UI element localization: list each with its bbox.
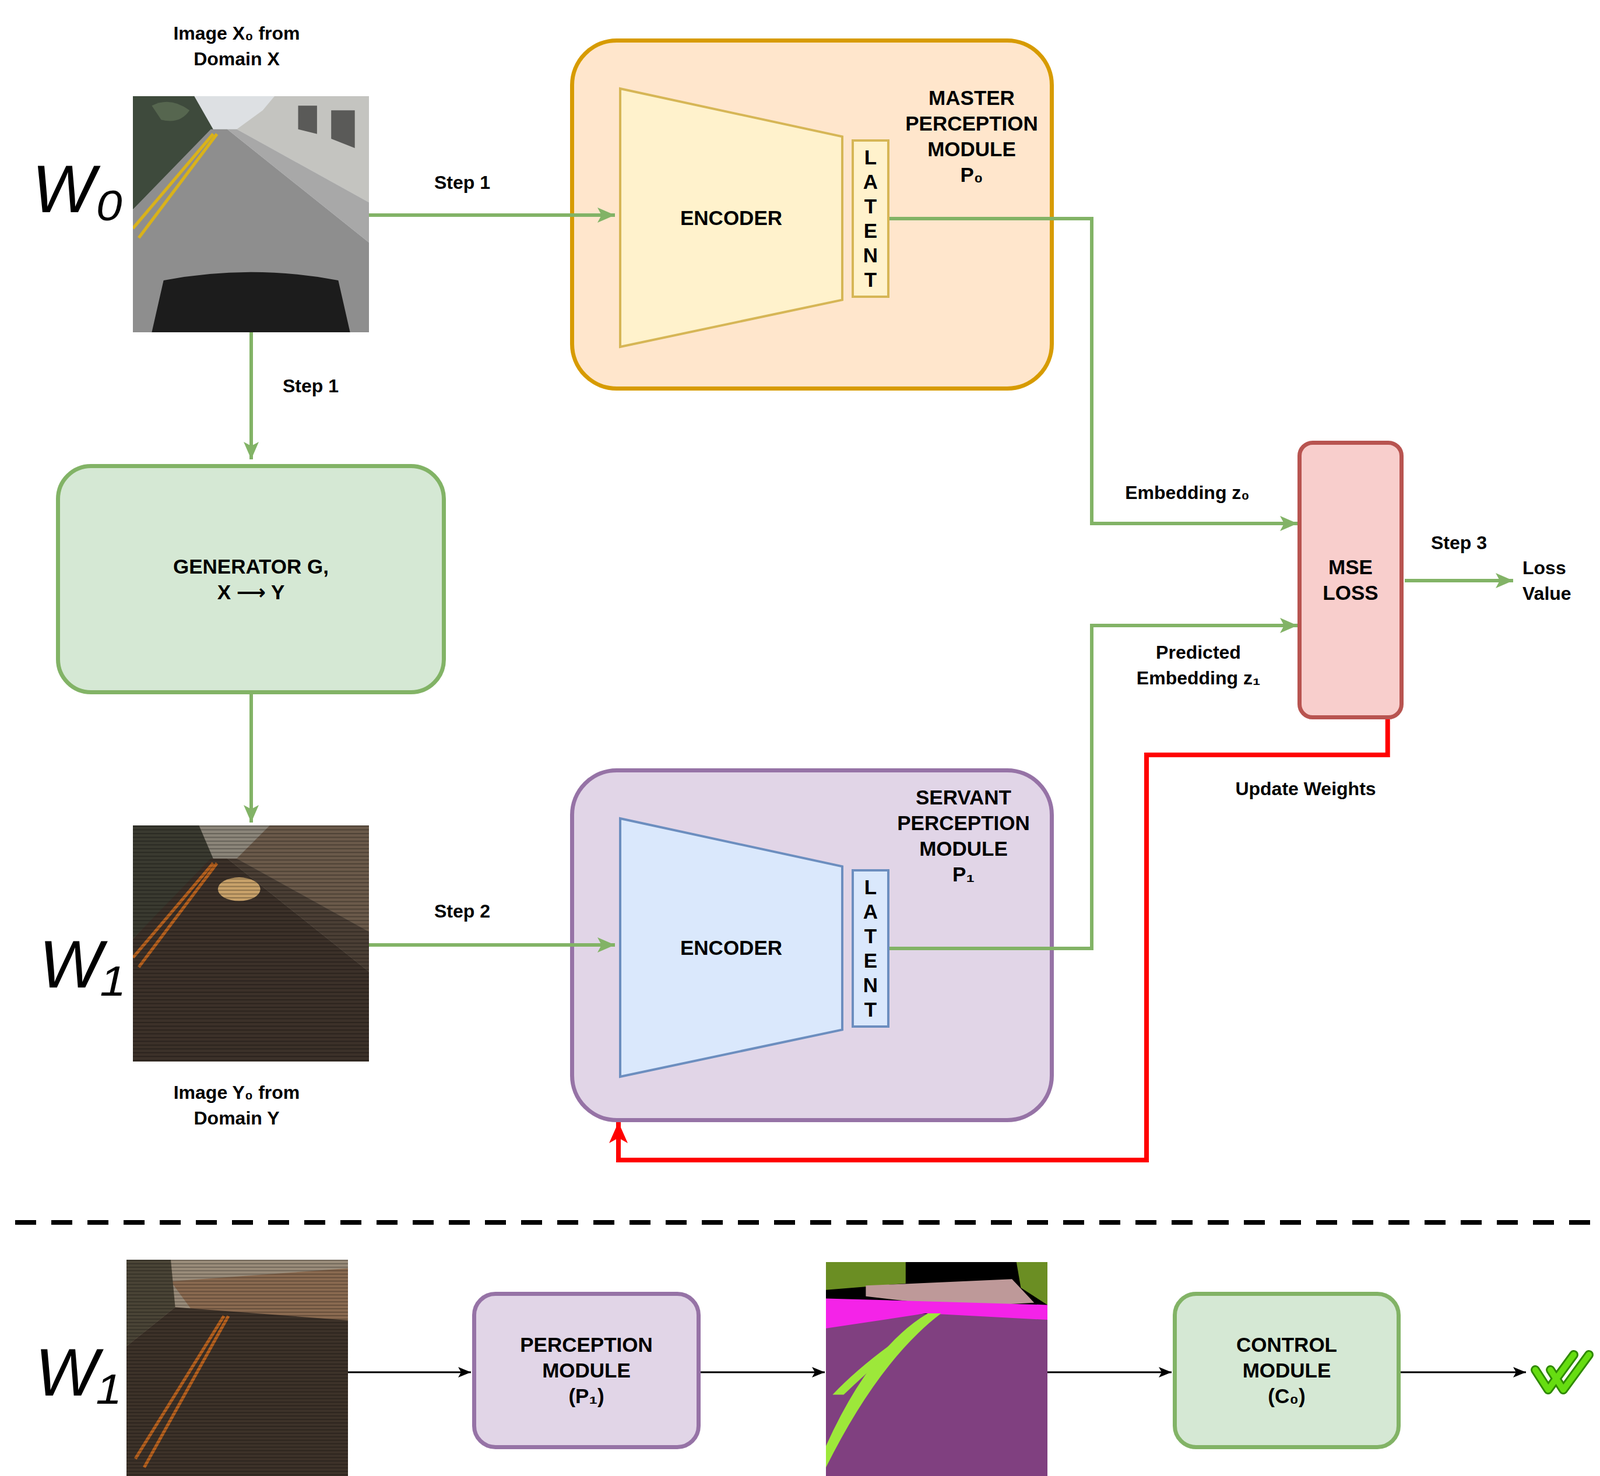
lane-line: [138, 134, 217, 238]
segmentation-map: [825, 1261, 1048, 1476]
latent-text: LATENT: [862, 874, 878, 1022]
trapezoid-shape: [620, 818, 843, 1077]
box-text: MSE LOSS: [1306, 554, 1395, 606]
lane-class: [832, 1342, 902, 1395]
texture: [132, 825, 369, 1062]
lane-class: [825, 1313, 942, 1468]
step-label: Step 2: [434, 898, 491, 924]
module-container: MASTER PERCEPTION MODULE P₀ ENCODER LATENT: [570, 38, 1054, 391]
sky: [132, 96, 369, 333]
world-label: W₁: [34, 1333, 120, 1411]
box-text: CONTROL MODULE (C₀): [1190, 1331, 1384, 1409]
output-label: Loss Value: [1522, 554, 1587, 607]
sky: [126, 1259, 348, 1476]
world-label: W₁: [39, 925, 124, 1003]
edge-label: Predicted Embedding z₁: [1128, 639, 1269, 691]
road-class: [825, 1309, 1048, 1476]
image-caption: Image Y₀ from Domain Y: [160, 1079, 313, 1131]
texture: [126, 1259, 348, 1476]
translated-road-photo: [132, 825, 369, 1062]
tree-highlight: [151, 102, 190, 122]
module-title: MASTER PERCEPTION MODULE P₀: [895, 85, 1049, 188]
sky: [132, 825, 369, 1062]
flow-arrow: [1400, 1371, 1526, 1374]
test-road-photo: [126, 1259, 348, 1476]
car-hood: [151, 272, 350, 333]
check-mark: [1535, 1354, 1589, 1390]
flow-arrow: [368, 213, 615, 217]
module-title: SERVANT PERCEPTION MODULE P₁: [887, 784, 1040, 888]
generator-box: GENERATOR G, X ⟶ Y: [55, 463, 446, 695]
loss-box: MSE LOSS: [1297, 440, 1404, 720]
latent-text: LATENT: [862, 145, 878, 293]
encoder-trapezoid: ENCODER: [620, 818, 843, 1077]
edge-label: Embedding z₀: [1122, 479, 1253, 506]
encoder-trapezoid: ENCODER: [620, 88, 843, 347]
step-label: Step 1: [282, 373, 339, 399]
latent-box: LATENT: [851, 139, 890, 298]
lane-line: [132, 134, 214, 229]
flow-arrow: [368, 943, 615, 947]
box-text: ENCODER: [680, 934, 783, 961]
road: [132, 129, 369, 333]
flow-arrow: [1047, 1371, 1172, 1374]
latent-box: LATENT: [851, 869, 890, 1028]
world-label: W₀: [32, 150, 124, 228]
road-photo: [132, 96, 369, 333]
flow-arrow: [249, 332, 253, 460]
sidewalk: [227, 129, 369, 243]
flow-arrow: [249, 694, 253, 823]
step-label: Step 3: [1430, 529, 1487, 556]
separator: [15, 1219, 1600, 1225]
process-box: PERCEPTION MODULE (P₁): [472, 1291, 701, 1450]
trapezoid-shape: [620, 88, 843, 347]
process-box: CONTROL MODULE (C₀): [1172, 1291, 1401, 1450]
flow-arrow: [700, 1371, 825, 1374]
check-stroke: [1550, 1354, 1589, 1390]
image-caption: Image X₀ from Domain X: [160, 20, 313, 72]
module-container: SERVANT PERCEPTION MODULE P₁ ENCODER LATEN…: [570, 768, 1054, 1123]
step-label: Step 1: [434, 169, 491, 196]
box-text: GENERATOR G, X ⟶ Y: [167, 553, 334, 606]
window: [298, 105, 355, 149]
box-text: PERCEPTION MODULE (P₁): [490, 1331, 683, 1409]
edge-label: Update Weights: [1232, 775, 1378, 802]
flow-arrow: [1404, 578, 1514, 583]
flow-arrow: [347, 1371, 471, 1374]
sky-class: [825, 1261, 1048, 1476]
box-text: ENCODER: [680, 205, 783, 231]
